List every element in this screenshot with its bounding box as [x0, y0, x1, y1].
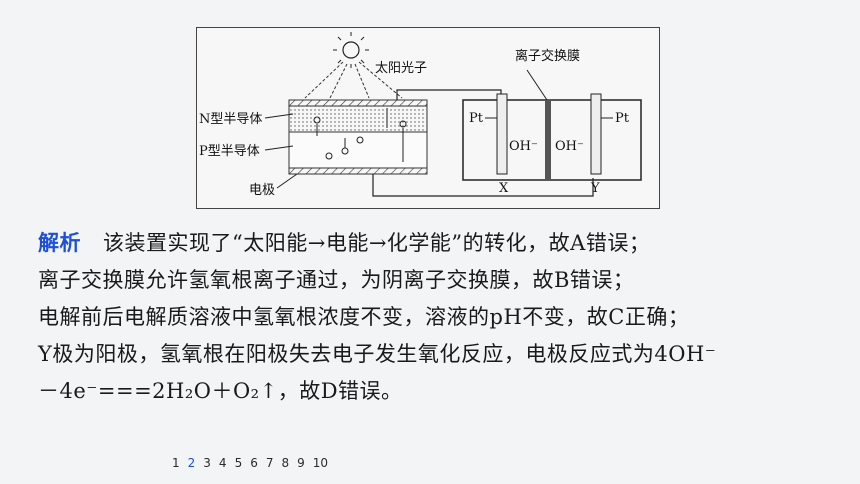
- pt-electrode-y: [590, 93, 602, 175]
- sun-label: 太阳光子: [375, 61, 427, 76]
- x-electrode-label: X: [499, 181, 509, 196]
- page-link-7[interactable]: 7: [265, 456, 274, 470]
- p-type-label: P型半导体: [199, 144, 260, 159]
- pt-electrode-x: [496, 93, 508, 175]
- analysis-line-3: 电解前后电解质溶液中氢氧根浓度不变，溶液的pH不变，故C正确；: [38, 305, 690, 329]
- page-link-2[interactable]: 2: [187, 456, 196, 470]
- electrode-label-arrow: [276, 173, 298, 189]
- p-label-arrow: [264, 145, 294, 151]
- analysis-line-5: －4e⁻===2H₂O＋O₂↑，故D错误。: [38, 379, 403, 403]
- analysis-line-1: 解析该装置实现了“太阳能→电能→化学能”的转化，故A错误；: [38, 224, 828, 262]
- membrane-label: 离子交换膜: [515, 48, 580, 64]
- n-type-layer: [288, 105, 428, 133]
- ion-exchange-membrane: [545, 100, 551, 180]
- electrolysis-diagram: 太阳光子 N型半导体 P型半导体 电极: [196, 27, 660, 209]
- page-link-3[interactable]: 3: [203, 456, 211, 470]
- n-type-label: N型半导体: [199, 112, 262, 127]
- bottom-electrode: [288, 167, 428, 175]
- oh-right-label: OH⁻: [555, 139, 584, 154]
- analysis-line-1-text: 该装置实现了“太阳能→电能→化学能”的转化，故A错误；: [103, 231, 651, 255]
- light-rays: [304, 61, 403, 99]
- top-contacts: [288, 99, 428, 107]
- sun-icon: [333, 32, 369, 68]
- membrane-label-arrow: [526, 69, 548, 101]
- y-electrode-label: Y: [590, 181, 600, 196]
- page-link-9[interactable]: 9: [297, 456, 305, 470]
- electrode-label: 电极: [249, 183, 275, 198]
- n-label-arrow: [264, 113, 294, 119]
- analysis-line-2: 离子交换膜允许氢氧根离子通过，为阴离子交换膜，故B错误；: [38, 268, 635, 292]
- page-link-10[interactable]: 10: [312, 456, 329, 470]
- charge-carriers: [313, 108, 407, 162]
- oh-left-label: OH⁻: [509, 139, 538, 154]
- electrolytic-cell: [462, 99, 642, 181]
- analysis-line-4: Y极为阳极，氢氧根在阳极失去电子发生氧化反应，电极反应式为4OH⁻: [38, 342, 717, 366]
- page-link-5[interactable]: 5: [234, 456, 243, 470]
- pt-left-label: Pt: [469, 111, 484, 126]
- page-link-6[interactable]: 6: [250, 456, 258, 470]
- page-link-4[interactable]: 4: [218, 456, 227, 470]
- page-link-8[interactable]: 8: [281, 456, 290, 470]
- page-link-1[interactable]: 1: [172, 456, 180, 470]
- diagram-svg: 太阳光子 N型半导体 P型半导体 电极: [199, 32, 642, 198]
- analysis-text: 解析该装置实现了“太阳能→电能→化学能”的转化，故A错误； 离子交换膜允许氢氧根…: [38, 224, 828, 410]
- pt-right-label: Pt: [615, 111, 630, 126]
- analysis-keyword: 解析: [38, 230, 81, 255]
